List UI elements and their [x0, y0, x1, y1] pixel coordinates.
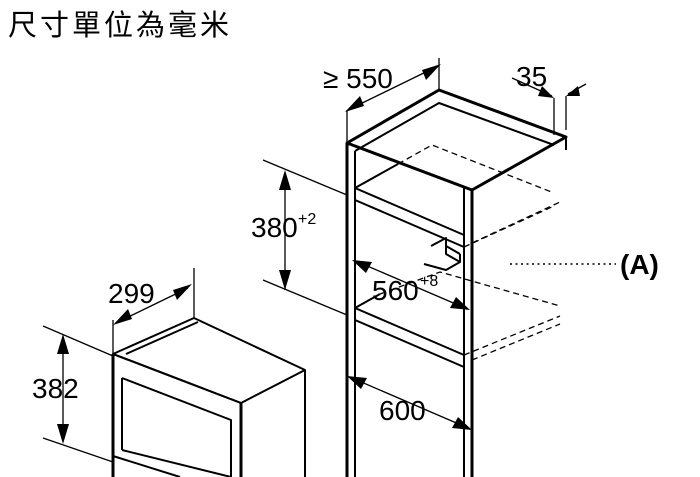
dimension-label-appliance-height: 382 [32, 373, 79, 404]
dimension-tolerance-niche-height: +2 [298, 211, 316, 228]
dimension-tolerance-niche-width: +8 [420, 273, 438, 290]
callout-label-a: (A) [620, 249, 659, 280]
cabinet-drawing [345, 88, 568, 477]
page-heading: 尺寸單位為毫米 [8, 8, 233, 42]
dimension-label-side-thickness: 35 [516, 61, 547, 92]
dimension-lines [42, 58, 616, 463]
dimension-label-cabinet-width: 600 [379, 395, 426, 426]
dimension-label-cabinet-depth: ≥ 550 [323, 63, 393, 94]
dimension-label-niche-width: 560 [372, 275, 419, 306]
dimension-label-appliance-depth: 299 [108, 278, 155, 309]
dimension-label-niche-height: 380 [251, 212, 298, 243]
microwave-drawing [111, 317, 306, 477]
